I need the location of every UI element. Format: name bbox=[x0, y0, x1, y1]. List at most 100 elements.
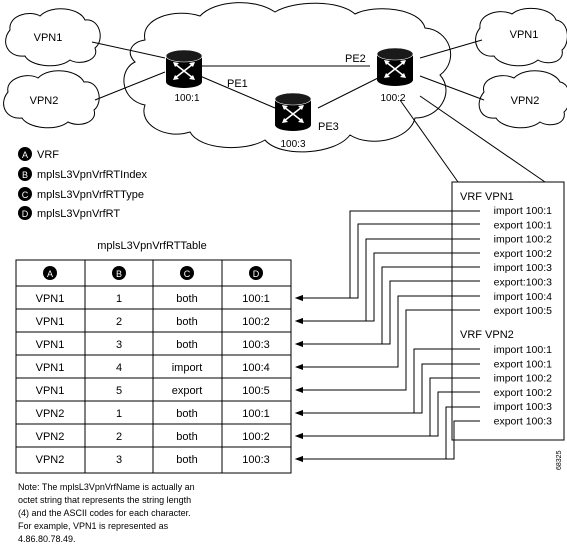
table-cell: 100:4 bbox=[242, 362, 270, 374]
table-cell: both bbox=[176, 454, 197, 466]
legend-letter: C bbox=[22, 190, 29, 200]
table-cell: both bbox=[176, 431, 197, 443]
table-cell: 100:2 bbox=[242, 431, 270, 443]
vrf-line: export 100:3 bbox=[494, 416, 553, 428]
header-letter: C bbox=[184, 269, 191, 279]
table-cell: VPN2 bbox=[36, 408, 65, 420]
router-pe2: PE2 100:2 bbox=[345, 47, 414, 104]
router-pe3: PE3 100:3 bbox=[274, 92, 339, 150]
table-cell: VPN1 bbox=[36, 385, 65, 397]
table-cell: 2 bbox=[116, 316, 122, 328]
router-label: PE2 bbox=[345, 53, 366, 65]
table-cell: 100:3 bbox=[242, 339, 270, 351]
table-cell: VPN1 bbox=[36, 339, 65, 351]
connector-line bbox=[295, 309, 480, 393]
vrf-line: import 100:2 bbox=[494, 234, 553, 246]
table-cell: VPN2 bbox=[36, 431, 65, 443]
vrf-line: export 100:1 bbox=[494, 358, 553, 370]
legend: A VRF B mplsL3VpnVrfRTIndex C mplsL3VpnV… bbox=[18, 147, 148, 220]
network-links bbox=[91, 39, 546, 183]
table-cell: 100:1 bbox=[242, 293, 270, 305]
note-line: octet string that represents the string … bbox=[18, 495, 191, 505]
table-cell: 100:5 bbox=[242, 385, 270, 397]
vpn-cloud-right-top: VPN1 bbox=[475, 7, 567, 67]
vpn-cloud-left-top: VPN1 bbox=[5, 8, 101, 67]
vrf-line: import 100:2 bbox=[494, 373, 553, 385]
header-letter: D bbox=[253, 269, 260, 279]
legend-item: B mplsL3VpnVrfRTIndex bbox=[18, 167, 148, 181]
rt-table: mplsL3VpnVrfRTTable A B C D VPN1 1 both 100… bbox=[15, 240, 292, 474]
table-cell: both bbox=[176, 408, 197, 420]
table-cell: both bbox=[176, 316, 197, 328]
vpn-cloud-label: VPN1 bbox=[510, 29, 539, 41]
header-letter: B bbox=[116, 269, 122, 279]
table-cell: import bbox=[172, 362, 203, 374]
vrf-vpn2-lines: import 100:1 export 100:1 import 100:2 expo… bbox=[494, 344, 553, 428]
vrf-line: import 100:1 bbox=[494, 205, 553, 217]
legend-item: C mplsL3VpnVrfRTType bbox=[18, 187, 144, 201]
table-cell: 4 bbox=[116, 362, 122, 374]
table-cell: VPN2 bbox=[36, 454, 65, 466]
vrf-line: export 100:1 bbox=[494, 219, 553, 231]
connector-line bbox=[295, 280, 480, 347]
router-rd: 100:3 bbox=[280, 139, 305, 150]
figure-id: 68325 bbox=[556, 450, 563, 470]
table-cell: VPN1 bbox=[36, 316, 65, 328]
table-cell: 1 bbox=[116, 408, 122, 420]
legend-text: VRF bbox=[37, 149, 59, 161]
legend-letter: D bbox=[22, 209, 29, 219]
connector-line bbox=[295, 391, 480, 439]
table-cell: both bbox=[176, 293, 197, 305]
vrf-line: export 100:5 bbox=[494, 305, 553, 317]
table-cell: 3 bbox=[116, 339, 122, 351]
table-cell: 1 bbox=[116, 293, 122, 305]
router-pe1: PE1 100:1 bbox=[165, 49, 248, 104]
note-line: For example, VPN1 is represented as bbox=[18, 521, 169, 531]
vrf-line: import 100:4 bbox=[494, 291, 553, 303]
table-cell: 100:2 bbox=[242, 316, 270, 328]
config-connectors bbox=[295, 210, 480, 462]
header-letter: A bbox=[47, 269, 53, 279]
vpn-cloud-label: VPN2 bbox=[511, 95, 540, 107]
vpn-cloud-right-bottom: VPN2 bbox=[478, 70, 567, 129]
note-line: (4) and the ASCII codes for each charact… bbox=[18, 508, 191, 518]
note: Note: The mplsL3VpnVrfName is actually a… bbox=[18, 482, 195, 544]
legend-letter: A bbox=[22, 150, 28, 160]
legend-text: mplsL3VpnVrfRT bbox=[37, 208, 120, 220]
table-cell: VPN1 bbox=[36, 293, 65, 305]
router-label: PE1 bbox=[227, 78, 248, 90]
vrf-line: import 100:1 bbox=[494, 344, 553, 356]
table-header: A B C D bbox=[43, 266, 263, 280]
table-cell: 100:1 bbox=[242, 408, 270, 420]
vrf-vpn2-title: VRF VPN2 bbox=[460, 329, 514, 341]
connector-line bbox=[295, 420, 480, 462]
table-cell: export bbox=[172, 385, 203, 397]
table-cell: 2 bbox=[116, 431, 122, 443]
legend-text: mplsL3VpnVrfRTType bbox=[37, 189, 144, 201]
vrf-vpn1-title: VRF VPN1 bbox=[460, 191, 514, 203]
vpn-cloud-label: VPN1 bbox=[34, 32, 63, 44]
router-rd: 100:1 bbox=[174, 93, 199, 104]
table-cell: both bbox=[176, 339, 197, 351]
table-cell: 5 bbox=[116, 385, 122, 397]
vpn-cloud-left-bottom: VPN2 bbox=[3, 70, 100, 129]
provider-cloud bbox=[123, 2, 452, 153]
note-line: 4.86.80.78.49. bbox=[18, 534, 76, 544]
vrf-line: export:100:3 bbox=[494, 277, 553, 289]
table-title: mplsL3VpnVrfRTTable bbox=[97, 240, 206, 252]
connector-line bbox=[295, 295, 480, 370]
vpn-cloud-label: VPN2 bbox=[30, 95, 59, 107]
legend-text: mplsL3VpnVrfRTIndex bbox=[37, 169, 148, 181]
legend-item: A VRF bbox=[18, 147, 59, 161]
table-cell: VPN1 bbox=[36, 362, 65, 374]
vrf-line: export 100:2 bbox=[494, 387, 553, 399]
legend-letter: B bbox=[22, 170, 28, 180]
router-rd: 100:2 bbox=[380, 93, 405, 104]
connector-line bbox=[295, 252, 480, 324]
vrf-line: import 100:3 bbox=[494, 262, 553, 274]
table-cell: 3 bbox=[116, 454, 122, 466]
